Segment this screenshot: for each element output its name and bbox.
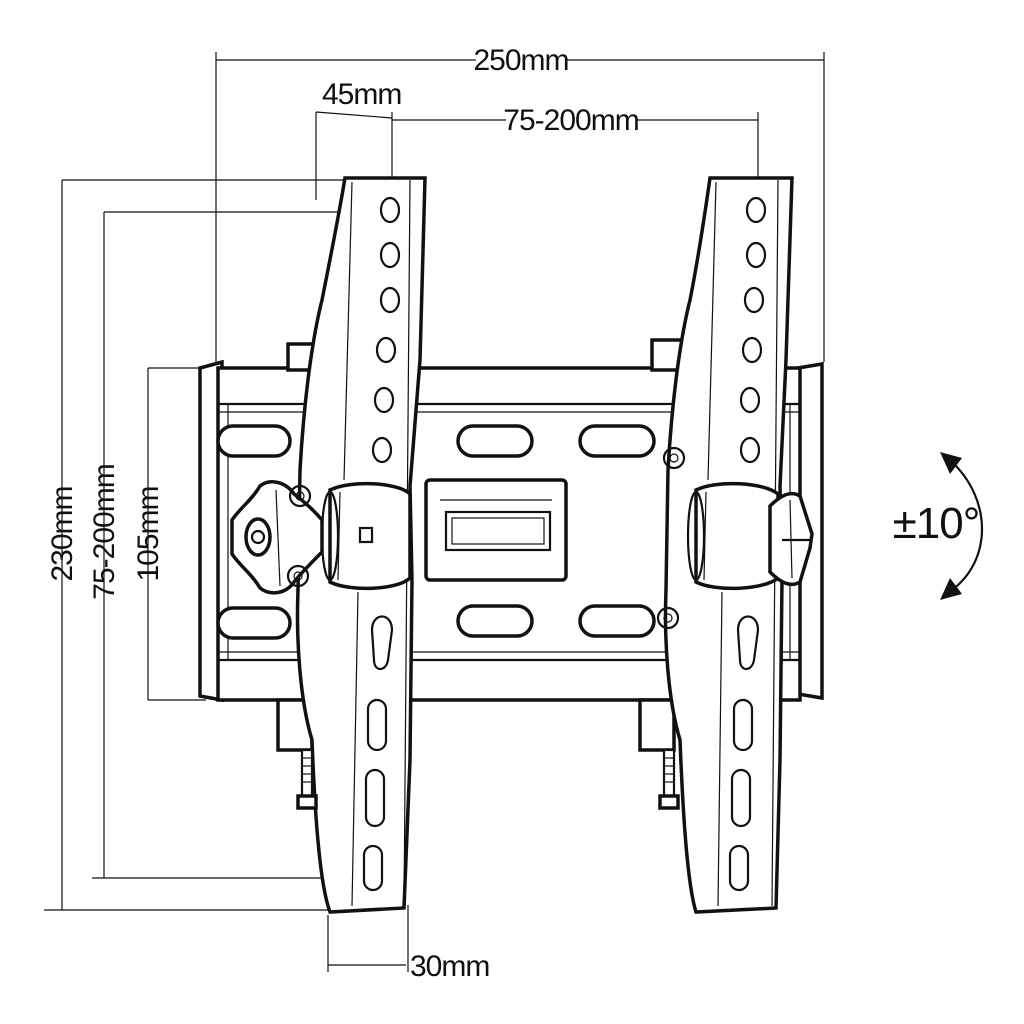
- arm-offset-label: 45mm: [322, 78, 401, 111]
- right-vertical-arm: [656, 176, 794, 914]
- overall-height-label: 230mm: [46, 486, 79, 581]
- vesa-horizontal-label: 75-200mm: [503, 104, 638, 137]
- arm-depth-label: 30mm: [410, 950, 489, 983]
- tilt-angle-label: ±10°: [893, 499, 980, 548]
- safety-screws: [296, 748, 680, 810]
- left-tilt-knob: [230, 480, 324, 595]
- left-vertical-arm: [295, 176, 427, 914]
- right-tilt-knob: [768, 491, 814, 587]
- plate-height-label: 105mm: [132, 486, 165, 581]
- dimension-lines: [44, 52, 825, 972]
- overall-width-label: 250mm: [473, 44, 568, 77]
- tilt-arrow-icon: [940, 452, 983, 600]
- vesa-vertical-label: 75-200mm: [88, 464, 121, 599]
